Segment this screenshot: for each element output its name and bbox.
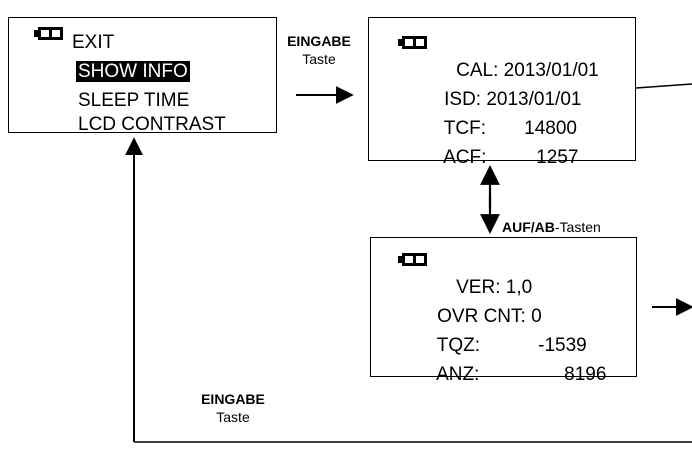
- info-screen-page-2: VER: 1,0 OVR CNT: 0 TQZ: -1539 ANZ: 8196: [370, 237, 637, 385]
- menu-item-show-info[interactable]: SHOW INFO: [76, 61, 190, 82]
- info-line-cal: CAL: 2013/01/01: [456, 60, 599, 81]
- menu-item-exit[interactable]: EXIT: [72, 32, 115, 53]
- battery-icon: [398, 253, 427, 266]
- info-line-acf: ACF:: [443, 147, 487, 168]
- info-line-tqz: TQZ:: [436, 335, 481, 356]
- info-value-acf: 1257: [536, 147, 579, 168]
- info-line-anz: ANZ:: [436, 364, 480, 385]
- info-screen-page-1: CAL: 2013/01/01 ISD: 2013/01/01 TCF: 148…: [368, 17, 636, 168]
- info-line-ver: VER: 1,0: [456, 277, 533, 298]
- battery-icon: [398, 36, 427, 49]
- menu-item-sleep-time[interactable]: SLEEP TIME: [78, 90, 190, 111]
- info-value-tqz: -1539: [538, 335, 587, 356]
- line-info1-out: [635, 83, 692, 89]
- menu-item-lcd-contrast[interactable]: LCD CONTRAST: [78, 114, 226, 135]
- menu-screen: EXIT SHOW INFO SLEEP TIME LCD CONTRAST: [8, 17, 277, 135]
- info-line-ovr-cnt: OVR CNT: 0: [437, 306, 542, 327]
- info-line-isd: ISD: 2013/01/01: [444, 89, 582, 110]
- battery-icon: [34, 27, 63, 40]
- info-line-tcf: TCF:: [443, 118, 486, 139]
- info-value-tcf: 14800: [524, 118, 577, 139]
- info-value-anz: 8196: [564, 364, 607, 385]
- caption-updown-keys: AUF/AB-Tasten: [502, 219, 601, 235]
